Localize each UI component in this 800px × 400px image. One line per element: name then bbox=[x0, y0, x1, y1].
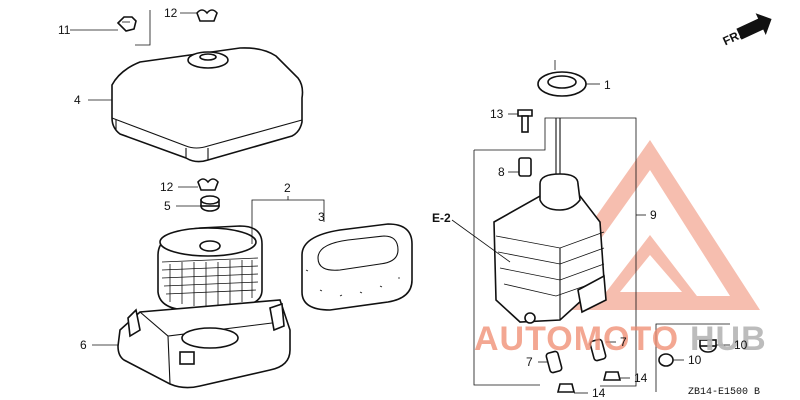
front-direction-arrow bbox=[736, 13, 772, 40]
foam-element-3 bbox=[301, 223, 413, 311]
label-part-7-right: 7 bbox=[620, 335, 627, 349]
bolt-14-right bbox=[602, 371, 622, 381]
label-part-7-left: 7 bbox=[526, 355, 533, 369]
label-part-9: 9 bbox=[650, 208, 657, 222]
label-part-3: 3 bbox=[318, 210, 325, 224]
packing-1 bbox=[537, 71, 587, 97]
label-part-4: 4 bbox=[74, 93, 81, 107]
collar-8 bbox=[518, 157, 532, 177]
label-part-5: 5 bbox=[164, 199, 171, 213]
diagram-code: ZB14-E1500 B bbox=[688, 387, 760, 398]
bolt-14-bottom bbox=[556, 383, 576, 393]
watermark-text-prefix: AUTOMOTO bbox=[474, 320, 679, 358]
label-part-2: 2 bbox=[284, 181, 291, 195]
watermark-text-suffix: HUB bbox=[690, 320, 767, 358]
label-part-14-bottom: 14 bbox=[592, 386, 606, 400]
elbow-assembly-9 bbox=[493, 118, 607, 324]
collar-7-left bbox=[545, 350, 563, 374]
label-part-13: 13 bbox=[490, 107, 504, 121]
wing-nut-12-middle bbox=[197, 178, 219, 191]
label-part-10-upper: 10 bbox=[734, 338, 748, 352]
label-part-12-middle: 12 bbox=[160, 180, 174, 194]
label-part-10-lower: 10 bbox=[688, 353, 702, 367]
wing-nut-12-top bbox=[196, 9, 218, 22]
label-part-1: 1 bbox=[604, 78, 611, 92]
label-ref-e2: E-2 bbox=[432, 211, 451, 225]
bolt-13 bbox=[517, 109, 533, 133]
filter-element-2 bbox=[157, 225, 263, 311]
wing-nut-clip-11 bbox=[116, 16, 137, 32]
label-part-11: 11 bbox=[58, 23, 71, 37]
grommet-5 bbox=[200, 195, 220, 212]
label-part-8: 8 bbox=[498, 165, 505, 179]
label-part-6: 6 bbox=[80, 338, 87, 352]
nut-10-upper bbox=[699, 339, 717, 353]
label-part-14-right: 14 bbox=[634, 371, 648, 385]
air-cleaner-case-6 bbox=[117, 299, 291, 389]
air-cleaner-cover-4 bbox=[111, 47, 304, 163]
label-part-12-top: 12 bbox=[164, 6, 178, 20]
collar-7-right bbox=[589, 338, 607, 362]
